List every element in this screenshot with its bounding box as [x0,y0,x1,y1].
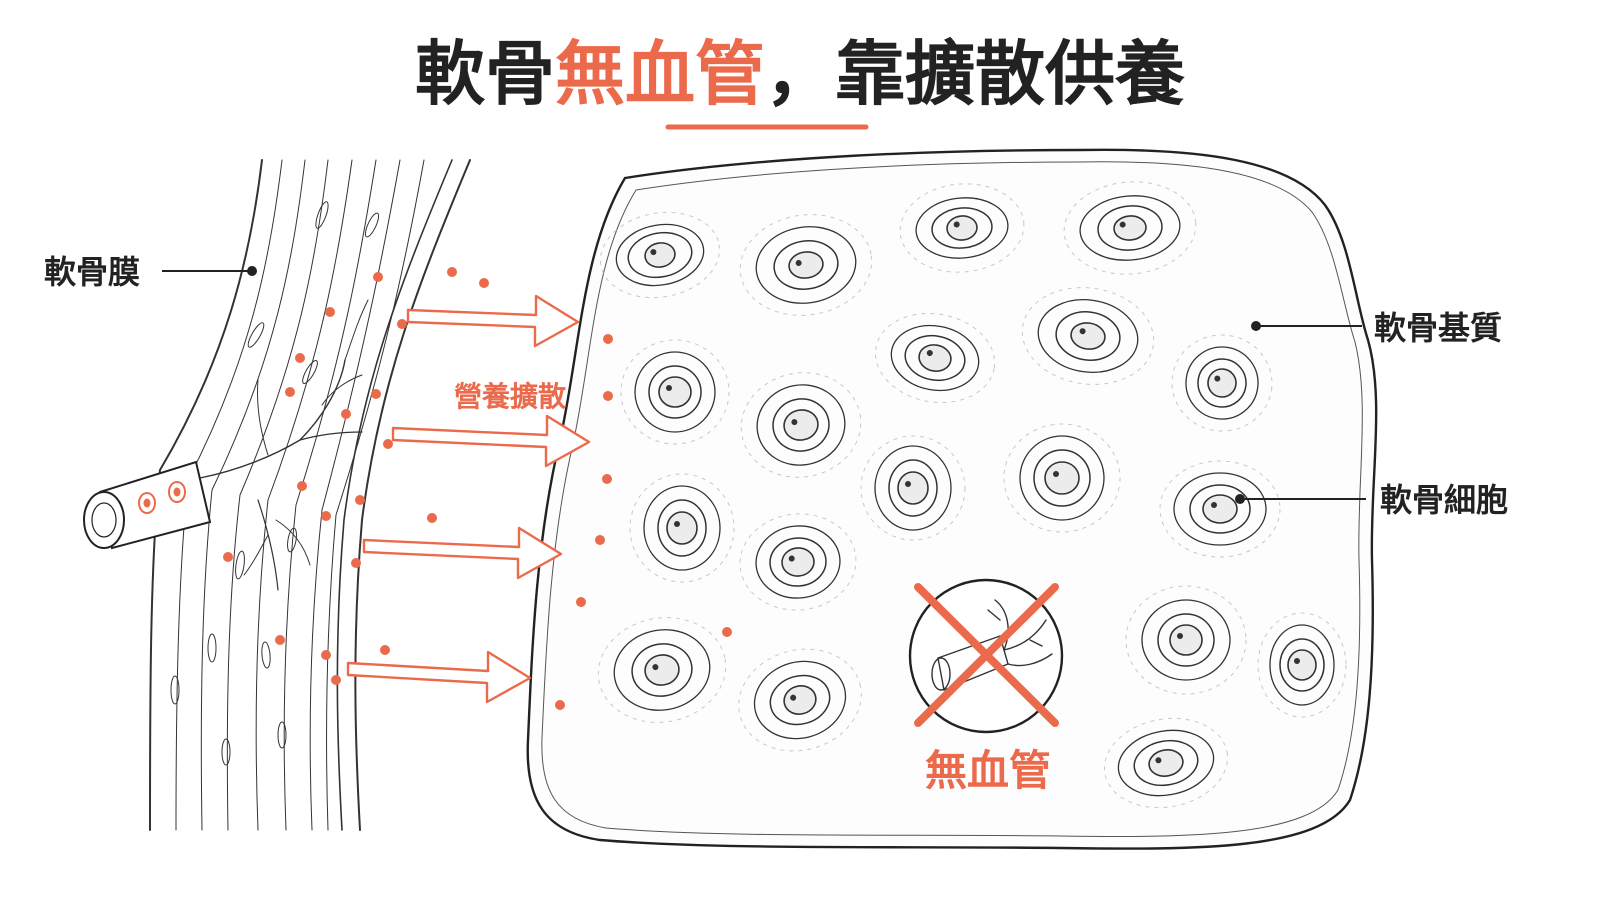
leader-matrix-dot [1251,321,1261,331]
cartilage-matrix [526,148,1378,850]
chondrocytes [597,181,1347,809]
diffusion-dots [555,334,732,710]
title-part-3: ，靠擴散供養 [765,33,1185,115]
label-chondrocyte: 軟骨細胞 [1380,481,1508,519]
diffusion-arrow-2 [391,414,591,468]
diffusion-arrow-1 [406,294,580,348]
title-part-2-highlight: 無血管 [555,33,765,115]
crossed-blood-vessel-icon [908,578,1064,734]
diffusion-arrow-4 [346,650,532,704]
label-diffusion: 營養擴散 [454,380,566,413]
leader-chondrocyte-dot [1235,494,1245,504]
label-perichondrium: 軟骨膜 [44,253,140,291]
leader-perichondrium-dot [247,266,257,276]
diffusion-arrow-3 [362,526,563,580]
label-avascular: 無血管 [925,746,1051,795]
blood-vessel [83,460,212,550]
label-matrix: 軟骨基質 [1374,309,1502,347]
nutrient-dots [223,267,489,685]
diffusion-arrows [346,294,591,704]
title-part-1: 軟骨 [415,33,555,115]
page-title: 軟骨無血管，靠擴散供養 [415,33,1185,115]
